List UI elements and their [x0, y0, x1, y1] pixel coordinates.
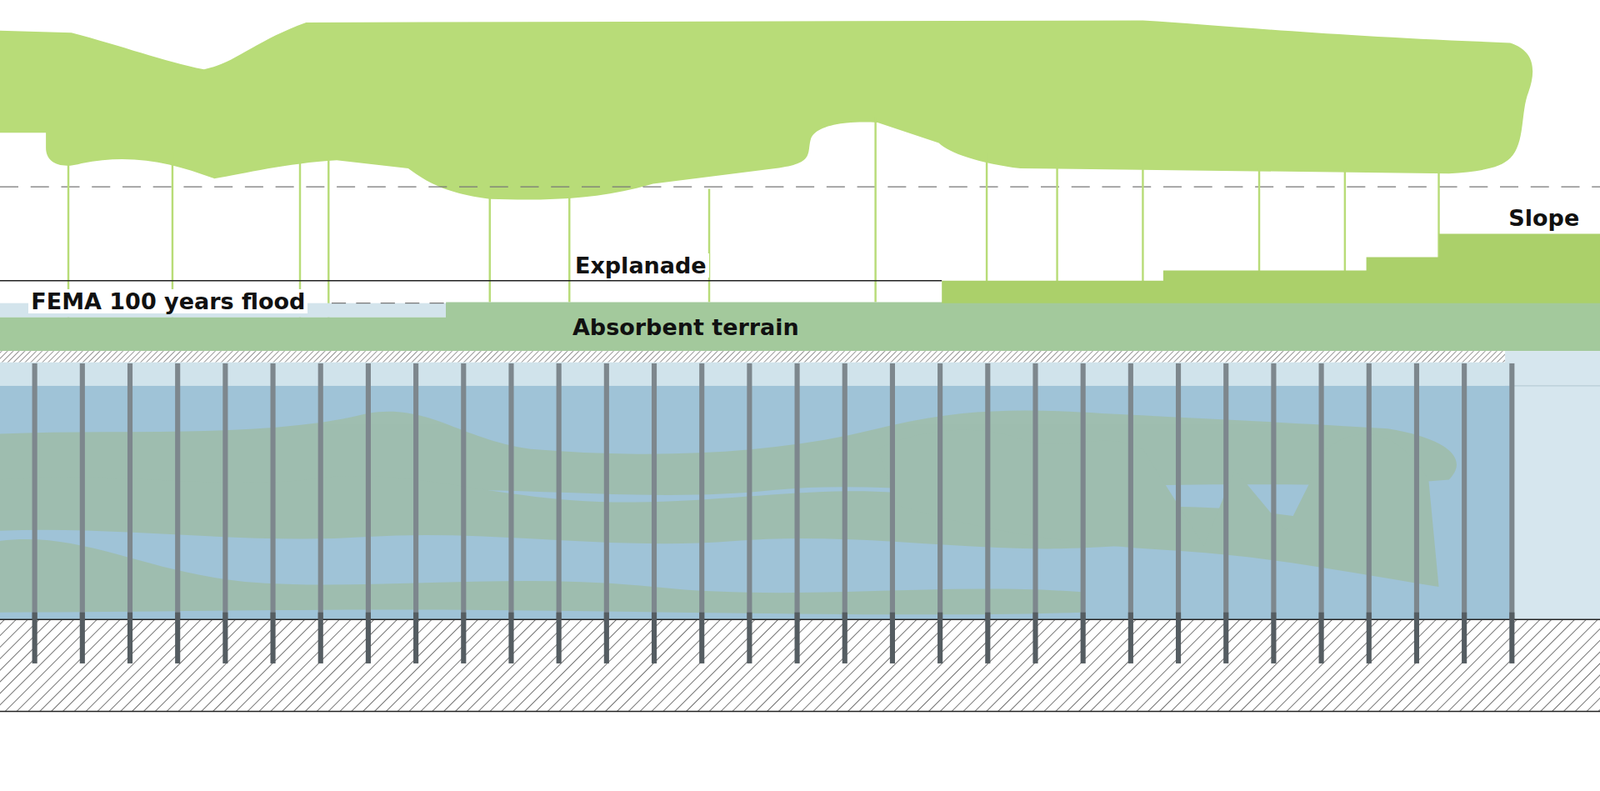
pile-tip [175, 612, 180, 664]
reference-dashed-line [0, 185, 1600, 187]
pile [746, 363, 752, 620]
pile [1270, 363, 1276, 620]
pile [32, 363, 38, 620]
slope-steps [941, 233, 1600, 303]
tree-trunk [489, 194, 491, 303]
pile-tip [1032, 612, 1038, 664]
pile-tip [460, 612, 466, 664]
pile-tip [746, 612, 752, 664]
pile [127, 363, 133, 620]
pile [556, 363, 562, 620]
pile-tip [127, 612, 133, 664]
pile-tip [1270, 612, 1276, 664]
pile [985, 363, 990, 620]
pile [890, 363, 895, 620]
ground-bottom [0, 710, 1600, 712]
terrain-band: Absorbent terrain [445, 303, 1600, 352]
submerged-vegetation [0, 410, 1457, 615]
pile [795, 363, 800, 620]
pile-tip [413, 612, 419, 664]
pile [842, 363, 848, 620]
pile [460, 363, 466, 620]
pile [222, 363, 228, 620]
pile-tip [890, 612, 895, 664]
label-patch: Explanade [572, 253, 710, 279]
pile [270, 363, 275, 620]
pile [937, 363, 943, 620]
pile-tip [1128, 612, 1134, 664]
pile [508, 363, 514, 620]
pile-tip [795, 612, 800, 664]
flood-level-label: FEMA 100 years flood [30, 289, 305, 315]
pile [318, 363, 324, 620]
pile [80, 363, 85, 620]
pile-tip [651, 612, 657, 664]
pile [1032, 363, 1038, 620]
pile [651, 363, 657, 620]
pile-tip [1414, 612, 1420, 664]
right-water [1505, 350, 1600, 620]
pile [1128, 363, 1134, 620]
label-patch: FEMA 100 years flood [28, 289, 308, 315]
slope-label: Slope [1508, 205, 1580, 231]
pile [1461, 363, 1467, 620]
tree-trunk [1055, 158, 1058, 303]
pile [1319, 363, 1325, 620]
pile [604, 363, 610, 620]
pile [365, 363, 371, 620]
pile-tip [1080, 612, 1086, 664]
pile-tip [937, 612, 943, 664]
pile [1223, 363, 1229, 620]
pile-tip [1319, 612, 1325, 664]
tree-canopy [0, 20, 1533, 200]
pile [1175, 363, 1181, 620]
pile [1509, 363, 1515, 620]
pile-tip [365, 612, 371, 664]
tree-trunk [708, 189, 710, 303]
label-patch: Slope [1505, 205, 1582, 231]
pile-tip [604, 612, 610, 664]
tree-trunk [985, 153, 988, 303]
pile-tip [222, 612, 228, 664]
pile-tip [1461, 612, 1467, 664]
pile-tips [32, 612, 1515, 664]
pile [1366, 363, 1372, 620]
pile-tip [556, 612, 562, 664]
explanade-line [0, 280, 942, 282]
pile-tip [699, 612, 705, 664]
pile [699, 363, 705, 620]
pile-tip [1223, 612, 1229, 664]
pile-tip [80, 612, 85, 664]
flood-dashed-line [331, 302, 446, 304]
piles [32, 363, 1515, 620]
right-water-line [1510, 385, 1600, 386]
pile-tip [842, 612, 848, 664]
pile [1414, 363, 1420, 620]
pile-tip [1509, 612, 1515, 664]
pile [413, 363, 419, 620]
pile-tip [508, 612, 514, 664]
band-label: Absorbent terrain [572, 315, 800, 340]
explanade-label: Explanade [575, 253, 707, 279]
pile-tip [270, 612, 275, 664]
pile-tip [32, 612, 38, 664]
pile-tip [1366, 612, 1372, 664]
pile-tip [318, 612, 324, 664]
ground-hatch [0, 619, 1600, 711]
pile [175, 363, 180, 620]
pile [1080, 363, 1086, 620]
tree-trunk [568, 194, 570, 303]
ground-top [0, 619, 1600, 620]
tree-trunk [874, 117, 876, 303]
pile-tip [1175, 612, 1181, 664]
membrane-strip [0, 350, 1505, 362]
pile-tip [985, 612, 990, 664]
